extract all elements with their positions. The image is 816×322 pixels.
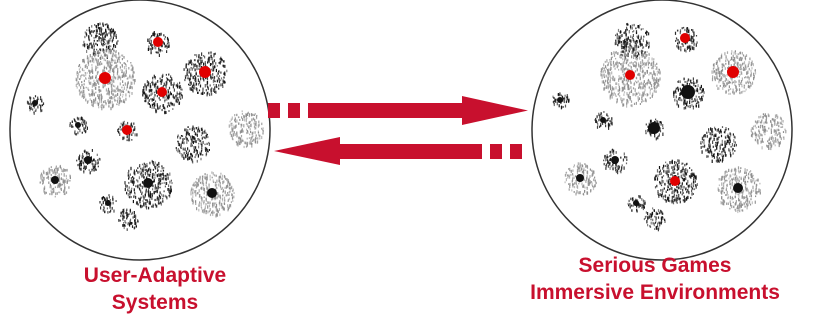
dot-cluster <box>700 126 737 163</box>
arrow-right-dash-1 <box>268 103 280 118</box>
caption-line: Serious Games <box>578 254 732 277</box>
dot-cluster <box>594 111 613 130</box>
user-adaptive-systems-caption: User-Adaptive Systems <box>45 262 265 316</box>
dot-cluster <box>600 45 661 108</box>
arrow-left-dash-2 <box>510 144 522 159</box>
arrow-left <box>274 137 522 165</box>
dot-cluster <box>603 148 628 175</box>
dot-cluster <box>69 116 88 136</box>
dot-cluster <box>183 51 228 97</box>
dot-cluster <box>175 125 210 164</box>
dot-cluster <box>614 22 650 60</box>
dot-cluster <box>750 113 787 151</box>
dot-cluster <box>643 207 666 232</box>
arrow-right <box>268 96 528 125</box>
dot-cluster <box>147 31 170 57</box>
arrow-right-shaft <box>308 103 468 118</box>
caption-line: User-Adaptive <box>83 264 227 287</box>
dot-cluster <box>645 118 664 141</box>
caption-line: Immersive Environments <box>530 281 780 304</box>
dot-cluster <box>552 92 570 110</box>
dot-cluster <box>76 149 101 175</box>
caption-line: Systems <box>111 291 199 314</box>
dot-cluster <box>627 195 646 213</box>
dot-cluster <box>124 159 173 210</box>
dot-cluster <box>654 159 698 205</box>
dot-cluster <box>99 194 117 214</box>
dot-cluster <box>674 26 698 53</box>
serious-games-circle <box>531 0 793 261</box>
dot-cluster <box>711 50 757 95</box>
dot-cluster <box>142 73 183 115</box>
serious-games-caption: Serious Games Immersive Environments <box>495 252 815 306</box>
user-adaptive-systems-circle <box>9 0 271 261</box>
dot-cluster <box>190 171 235 218</box>
dot-cluster <box>118 208 139 231</box>
arrow-left-shaft <box>336 144 482 159</box>
arrow-right-dash-2 <box>288 103 300 118</box>
dot-cluster <box>75 48 136 111</box>
dot-cluster <box>673 77 705 110</box>
dot-cluster <box>564 162 597 196</box>
dot-cluster <box>39 164 71 198</box>
dot-cluster <box>228 110 264 149</box>
arrow-left-dash-1 <box>490 144 502 159</box>
arrow-left-head <box>274 137 340 165</box>
serious-games-cluster-group <box>552 22 787 232</box>
arrow-right-head <box>462 96 528 125</box>
dot-cluster <box>717 166 761 214</box>
left-systems-cluster-group <box>26 22 264 231</box>
dot-cluster <box>26 95 45 115</box>
dot-cluster <box>117 120 138 142</box>
